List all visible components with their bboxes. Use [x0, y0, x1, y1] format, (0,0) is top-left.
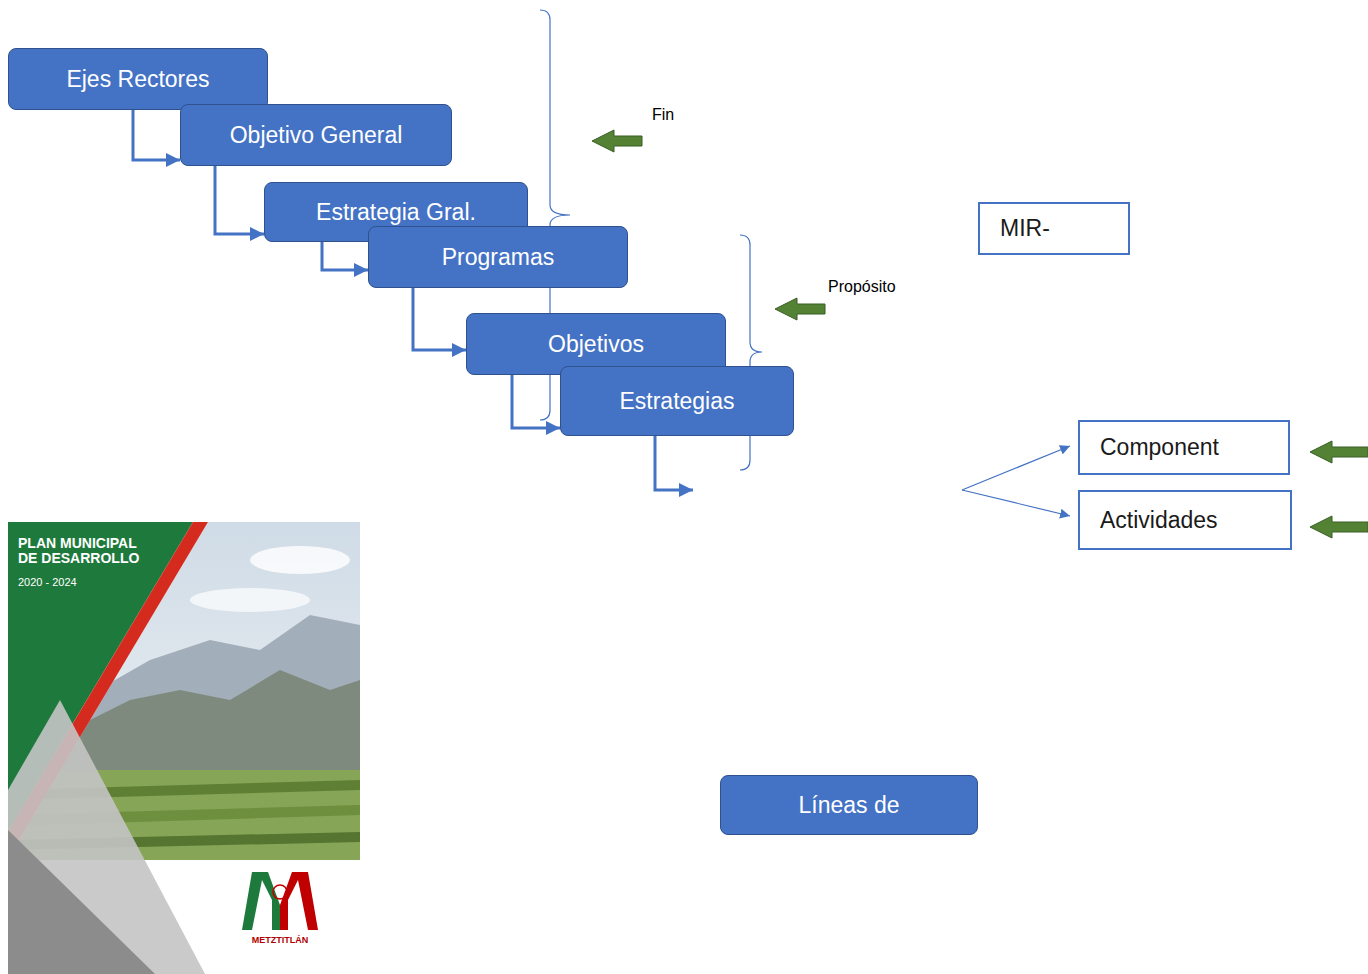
logo-text: METZTITLÁN — [230, 935, 330, 945]
box-text: Estrategias — [619, 388, 734, 415]
box-text: MIR- — [1000, 215, 1050, 242]
pointer-arrow — [775, 298, 825, 320]
axis-box: Ejes Rectores — [8, 48, 268, 110]
box-text: Estrategia Gral. — [316, 199, 476, 226]
box-text: Líneas de — [798, 792, 899, 819]
bracket-label: Propósito — [828, 278, 896, 296]
program-box: Programas — [368, 226, 628, 288]
connector — [413, 288, 466, 350]
box-text: Objetivo General — [230, 122, 403, 149]
cover-title: PLAN MUNICIPAL DE DESARROLLO — [18, 536, 158, 566]
activity-box: Actividades — [1078, 490, 1292, 550]
strategy-box: Estrategias — [560, 366, 794, 436]
objective-box: Objetivo General — [180, 104, 452, 166]
box-text: Actividades — [1100, 507, 1218, 534]
action-lines-box: Líneas de — [720, 775, 978, 835]
connector — [322, 242, 368, 270]
plan-cover — [8, 522, 360, 974]
connector — [512, 375, 560, 428]
pointer-arrow — [1310, 441, 1368, 463]
box-text: Programas — [442, 244, 554, 271]
component-box: Component — [1078, 420, 1290, 475]
pointer-arrow — [592, 130, 642, 152]
box-text: Ejes Rectores — [66, 66, 209, 93]
bracket-label: Fin — [652, 106, 674, 124]
box-text: Objetivos — [548, 331, 644, 358]
box-text: Component — [1100, 434, 1219, 461]
cover-years: 2020 - 2024 — [18, 576, 77, 588]
split-line — [962, 490, 1070, 516]
elbow-arrow — [655, 436, 693, 490]
connector — [215, 166, 264, 234]
connector — [133, 110, 180, 160]
mir-box: MIR- — [978, 202, 1130, 255]
split-line — [962, 446, 1070, 490]
pointer-arrow — [1310, 516, 1368, 538]
